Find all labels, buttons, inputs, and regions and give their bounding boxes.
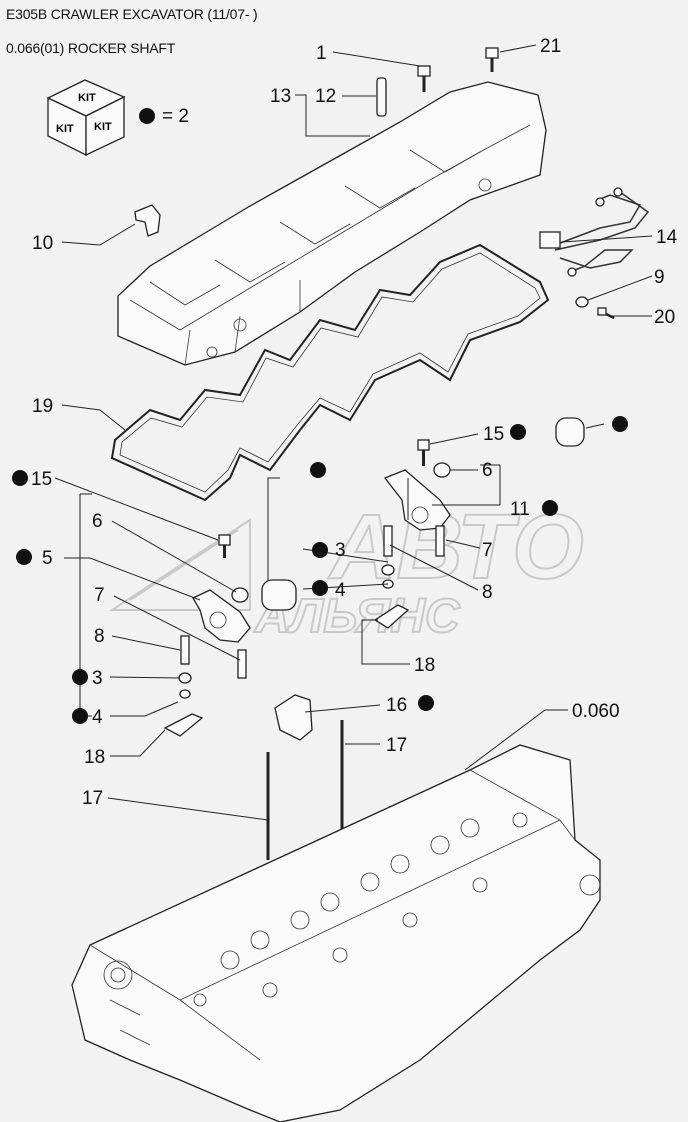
bridge-18-left — [163, 713, 204, 737]
stud-8-right — [383, 525, 393, 557]
kit-cube-icon: KIT KIT KIT — [46, 79, 126, 157]
cylinder-head — [71, 744, 601, 1122]
callout-14: 14 — [656, 227, 678, 248]
callout-18-left: 18 — [84, 747, 105, 768]
diagram-title: E305B CRAWLER EXCAVATOR (11/07- ) — [6, 6, 258, 22]
bolt-15-right — [417, 439, 430, 466]
callout-15-left: 15 — [31, 469, 52, 490]
clip-10 — [134, 204, 161, 237]
cap-3-left — [178, 672, 192, 684]
kit-dot-15-left — [12, 470, 28, 486]
callout-1: 1 — [316, 43, 327, 64]
callout-3-right: 3 — [335, 540, 346, 561]
kit-dot-icon — [139, 108, 155, 124]
screw-20 — [597, 307, 615, 320]
callout-18-right: 18 — [414, 655, 435, 676]
callout-7-left: 7 — [94, 585, 105, 606]
kit-dot-5 — [16, 549, 32, 565]
callout-9: 9 — [654, 267, 665, 288]
injector-harness — [539, 187, 650, 277]
bridge-18-right — [373, 604, 410, 629]
kit-dot-11 — [542, 500, 558, 516]
rocker-cover — [117, 81, 547, 366]
seal-9 — [575, 296, 589, 308]
diagram-subtitle: 0.066(01) ROCKER SHAFT — [6, 40, 176, 56]
bushing-right — [555, 417, 585, 447]
callout-10: 10 — [32, 233, 53, 254]
kit-label-top: KIT — [78, 92, 96, 104]
callout-6-left: 6 — [92, 511, 103, 532]
callout-6-right: 6 — [482, 460, 493, 481]
bushing-left — [261, 579, 297, 611]
callout-3-left: 3 — [92, 668, 103, 689]
bracket-16 — [274, 694, 313, 741]
kit-dot-bushing-left — [310, 462, 326, 478]
kit-dot-4-left — [72, 708, 88, 724]
callout-4-left: 4 — [92, 707, 103, 728]
adjuster-7-left — [237, 649, 247, 679]
dowel-pin-12 — [376, 77, 387, 117]
kit-dot-3-left — [72, 669, 88, 685]
adjuster-7-right — [435, 525, 445, 557]
callout-labels: 1 21 13 12 10 14 9 20 19 15 15 6 6 11 5 … — [31, 36, 678, 809]
nut-6-right — [433, 462, 451, 478]
watermark-line1: АВТО — [328, 496, 584, 598]
kit-quantity-label: = 2 — [162, 106, 189, 127]
kit-label-right: KIT — [94, 121, 112, 133]
callout-12: 12 — [315, 86, 336, 107]
callout-19: 19 — [32, 396, 53, 417]
bolt-21 — [485, 47, 499, 72]
cap-4-left — [179, 689, 191, 699]
callout-8-left: 8 — [94, 626, 105, 647]
callout-21: 21 — [540, 36, 561, 57]
cap-3-right — [381, 564, 395, 576]
callout-17-right: 17 — [386, 735, 407, 756]
cover-gasket — [110, 243, 550, 502]
callout-11: 11 — [510, 499, 530, 520]
callout-ref-0060: 0.060 — [572, 701, 620, 722]
kit-dot-4-right — [312, 580, 328, 596]
bolt-15-left — [218, 534, 231, 558]
kit-dot-15-right — [510, 424, 526, 440]
cylinder-ports — [193, 812, 528, 1007]
kit-label-left: KIT — [56, 123, 74, 135]
stud-8-left — [180, 635, 190, 665]
watermark-logo-icon — [108, 518, 251, 611]
callout-7-right: 7 — [482, 540, 493, 561]
bolt-1 — [417, 65, 431, 92]
callout-17-left: 17 — [82, 788, 103, 809]
callout-20: 20 — [654, 307, 675, 328]
kit-dot-bushing — [612, 416, 628, 432]
kit-markers — [12, 416, 628, 724]
nut-6-left — [231, 587, 249, 603]
kit-dot-3-right — [312, 542, 328, 558]
callout-8-right: 8 — [482, 582, 493, 603]
callout-13: 13 — [270, 86, 291, 107]
kit-dot-16 — [418, 695, 434, 711]
cover-gasket-inner — [119, 252, 541, 493]
rocker-arm-5 — [192, 589, 251, 643]
callout-4-right: 4 — [335, 580, 346, 601]
callout-5: 5 — [42, 548, 53, 569]
callout-15-right: 15 — [483, 424, 504, 445]
callout-16: 16 — [386, 695, 407, 716]
